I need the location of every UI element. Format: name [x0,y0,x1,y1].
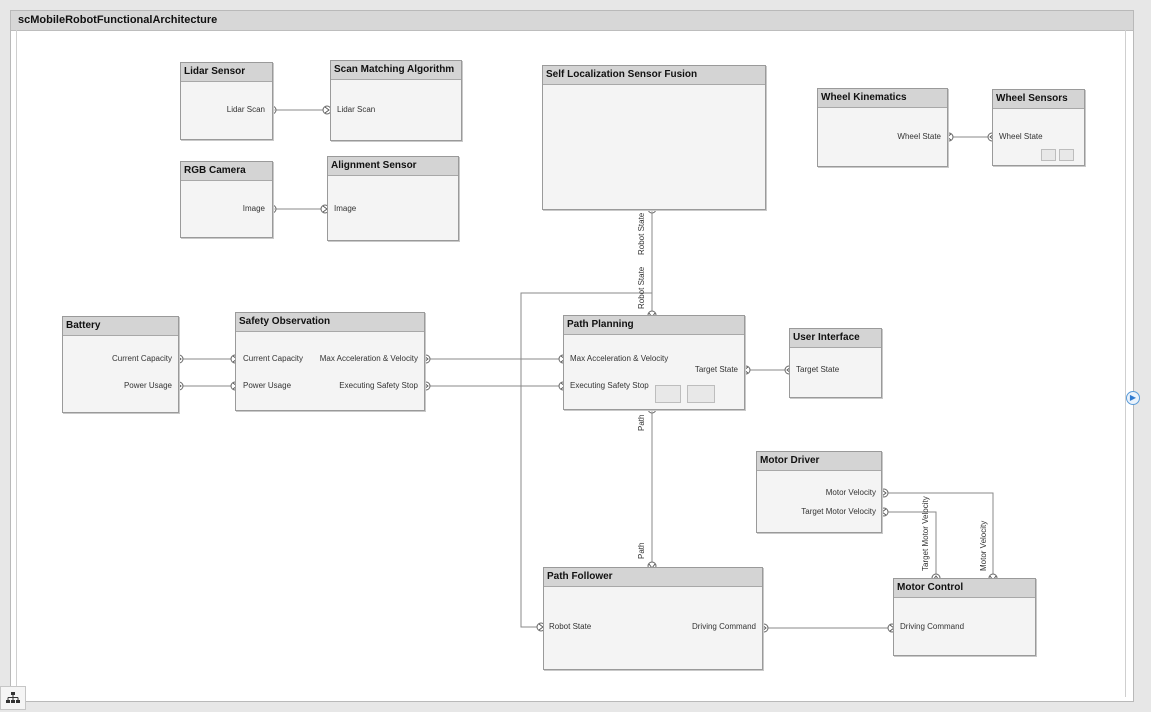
port-label-target-state-in: Target State [796,365,840,374]
port-label-robot-state-in: Robot State [637,266,646,309]
component-safety-observation[interactable]: Safety Observation [235,312,425,411]
component-wheel-kinematics[interactable]: Wheel Kinematics [817,88,948,167]
component-title: Lidar Sensor [181,63,272,82]
port-label-target-motor-velocity-out: Target Motor Velocity [921,496,930,571]
port-label-wheel-state-in: Wheel State [999,132,1043,141]
wire-motor-velocity [888,492,994,574]
model-hierarchy-button[interactable] [0,686,26,710]
port-label-target-motor-velocity-in: Target Motor Velocity [801,507,876,516]
wire-target-motor-velocity [888,511,937,574]
canvas-area [16,30,1126,697]
component-lidar-sensor[interactable]: Lidar Sensor [180,62,273,140]
port-label-target-state-out: Target State [694,365,738,374]
port-label-wheel-state-out: Wheel State [897,132,941,141]
port-label-current-capacity-out: Current Capacity [111,354,172,363]
port-label-power-usage-out: Power Usage [123,381,172,390]
port-label-max-accel-in: Max Acceleration & Velocity [570,354,669,363]
component-wheel-sensors[interactable]: Wheel Sensors [992,89,1085,166]
port-label-path-out: Path [637,414,646,431]
component-title: Safety Observation [236,313,424,332]
port-label-current-capacity-in: Current Capacity [243,354,304,363]
component-scan-matching-algorithm[interactable]: Scan Matching Algorithm [330,60,462,141]
component-title: Motor Driver [757,452,881,471]
component-title: Path Follower [544,568,762,587]
component-title: Battery [63,317,178,336]
port-label-image-in: Image [334,204,357,213]
model-title: scMobileRobotFunctionalArchitecture [18,14,218,26]
subcomponent-thumbnail [687,385,715,403]
port-label-lidar-scan-in: Lidar Scan [337,105,376,114]
port-label-robot-state-out: Robot State [637,212,646,255]
component-title: Scan Matching Algorithm [331,61,461,80]
component-alignment-sensor[interactable]: Alignment Sensor [327,156,459,241]
subcomponent-thumbnail [1059,149,1074,161]
component-path-follower[interactable]: Path Follower [543,567,763,670]
component-title: Self Localization Sensor Fusion [543,66,765,85]
port-label-lidar-scan-out: Lidar Scan [226,105,265,114]
component-title: Motor Control [894,579,1035,598]
component-title: Alignment Sensor [328,157,458,176]
port-label-image-out: Image [242,204,265,213]
port-label-path-in: Path [637,542,646,559]
port-label-driving-command-in: Driving Command [900,622,965,631]
expand-arrow-icon[interactable]: ▶ [1126,391,1140,405]
port-label-max-accel-out: Max Acceleration & Velocity [319,354,418,363]
port-label-power-usage-in: Power Usage [243,381,292,390]
component-rgb-camera[interactable]: RGB Camera [180,161,273,238]
component-title: Wheel Sensors [993,90,1084,109]
model-title-bar: scMobileRobotFunctionalArchitecture [11,11,1133,31]
port-label-safety-stop-in: Executing Safety Stop [570,381,649,390]
component-title: User Interface [790,329,881,348]
component-title: Path Planning [564,316,744,335]
port-label-safety-stop-out: Executing Safety Stop [339,381,418,390]
port-label-motor-velocity-in: Motor Velocity [979,520,988,571]
subcomponent-thumbnail [655,385,681,403]
component-path-planning[interactable]: Path Planning [563,315,745,410]
component-title: Wheel Kinematics [818,89,947,108]
port-label-robot-state-follower-in: Robot State [549,622,592,631]
component-title: RGB Camera [181,162,272,181]
component-self-localization-sensor-fusion[interactable]: Self Localization Sensor Fusion [542,65,766,210]
port-label-motor-velocity-out: Motor Velocity [825,488,876,497]
component-user-interface[interactable]: User Interface [789,328,882,398]
component-motor-driver[interactable]: Motor Driver [756,451,882,533]
port-label-driving-command-out: Driving Command [691,622,756,631]
hierarchy-icon [6,692,20,703]
component-motor-control[interactable]: Motor Control [893,578,1036,656]
component-battery[interactable]: Battery [62,316,179,413]
subcomponent-thumbnail [1041,149,1056,161]
wire-robot-state-follower [520,292,652,628]
